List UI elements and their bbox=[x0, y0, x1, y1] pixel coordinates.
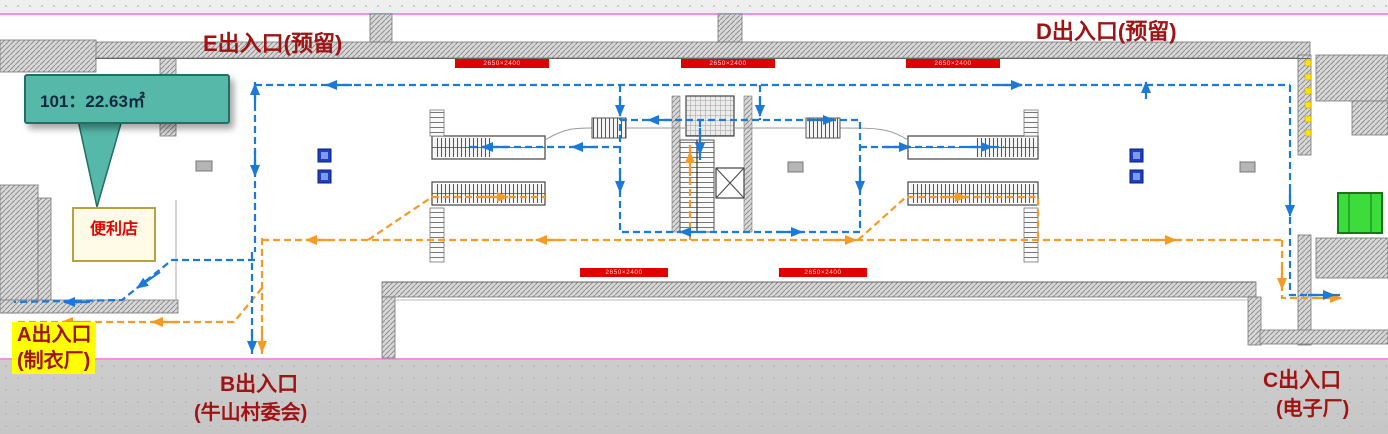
elevator bbox=[715, 167, 745, 199]
plan-boundary-line-bottom bbox=[0, 358, 1388, 360]
entrance-a-line2: (制衣厂) bbox=[12, 348, 96, 374]
fare-gates-right bbox=[1129, 148, 1144, 184]
fare-gates-left bbox=[317, 148, 332, 184]
entrance-a-line1: A出入口 bbox=[12, 322, 97, 348]
dimension-label: 2650×2400 bbox=[906, 59, 1000, 68]
escalator-right bbox=[839, 109, 1039, 263]
entrance-d-label: D出入口(预留) bbox=[1036, 19, 1177, 44]
wall-markers-yellow bbox=[1304, 59, 1312, 137]
columns bbox=[195, 160, 1256, 173]
wall-edge-lines bbox=[95, 58, 1310, 301]
machine-room bbox=[685, 95, 735, 137]
dimension-label: 2650×2400 bbox=[580, 268, 668, 277]
store-box: 便利店 bbox=[72, 207, 156, 262]
dimension-label: 2650×2400 bbox=[681, 59, 775, 68]
escalator-left bbox=[429, 109, 593, 263]
equipment-room-green bbox=[1337, 192, 1383, 234]
flow-blue-arrows bbox=[63, 80, 1335, 353]
entrance-a-label: A出入口 (制衣厂) bbox=[12, 322, 97, 374]
entrance-e-label: E出入口(预留) bbox=[203, 31, 343, 56]
plan-boundary-line-top bbox=[0, 13, 1388, 15]
entrance-c-sublabel: (电子厂) bbox=[1276, 398, 1350, 420]
callout-leader bbox=[77, 119, 123, 208]
dimension-label: 2650×2400 bbox=[455, 59, 549, 68]
entrance-b-sublabel: (牛山村委会) bbox=[194, 402, 308, 424]
dimension-label: 2650×2400 bbox=[779, 268, 867, 277]
entrance-b-label: B出入口 bbox=[220, 373, 299, 396]
entrance-c-label: C出入口 bbox=[1263, 369, 1342, 392]
area-callout: 101：22.63㎡ bbox=[24, 74, 230, 124]
